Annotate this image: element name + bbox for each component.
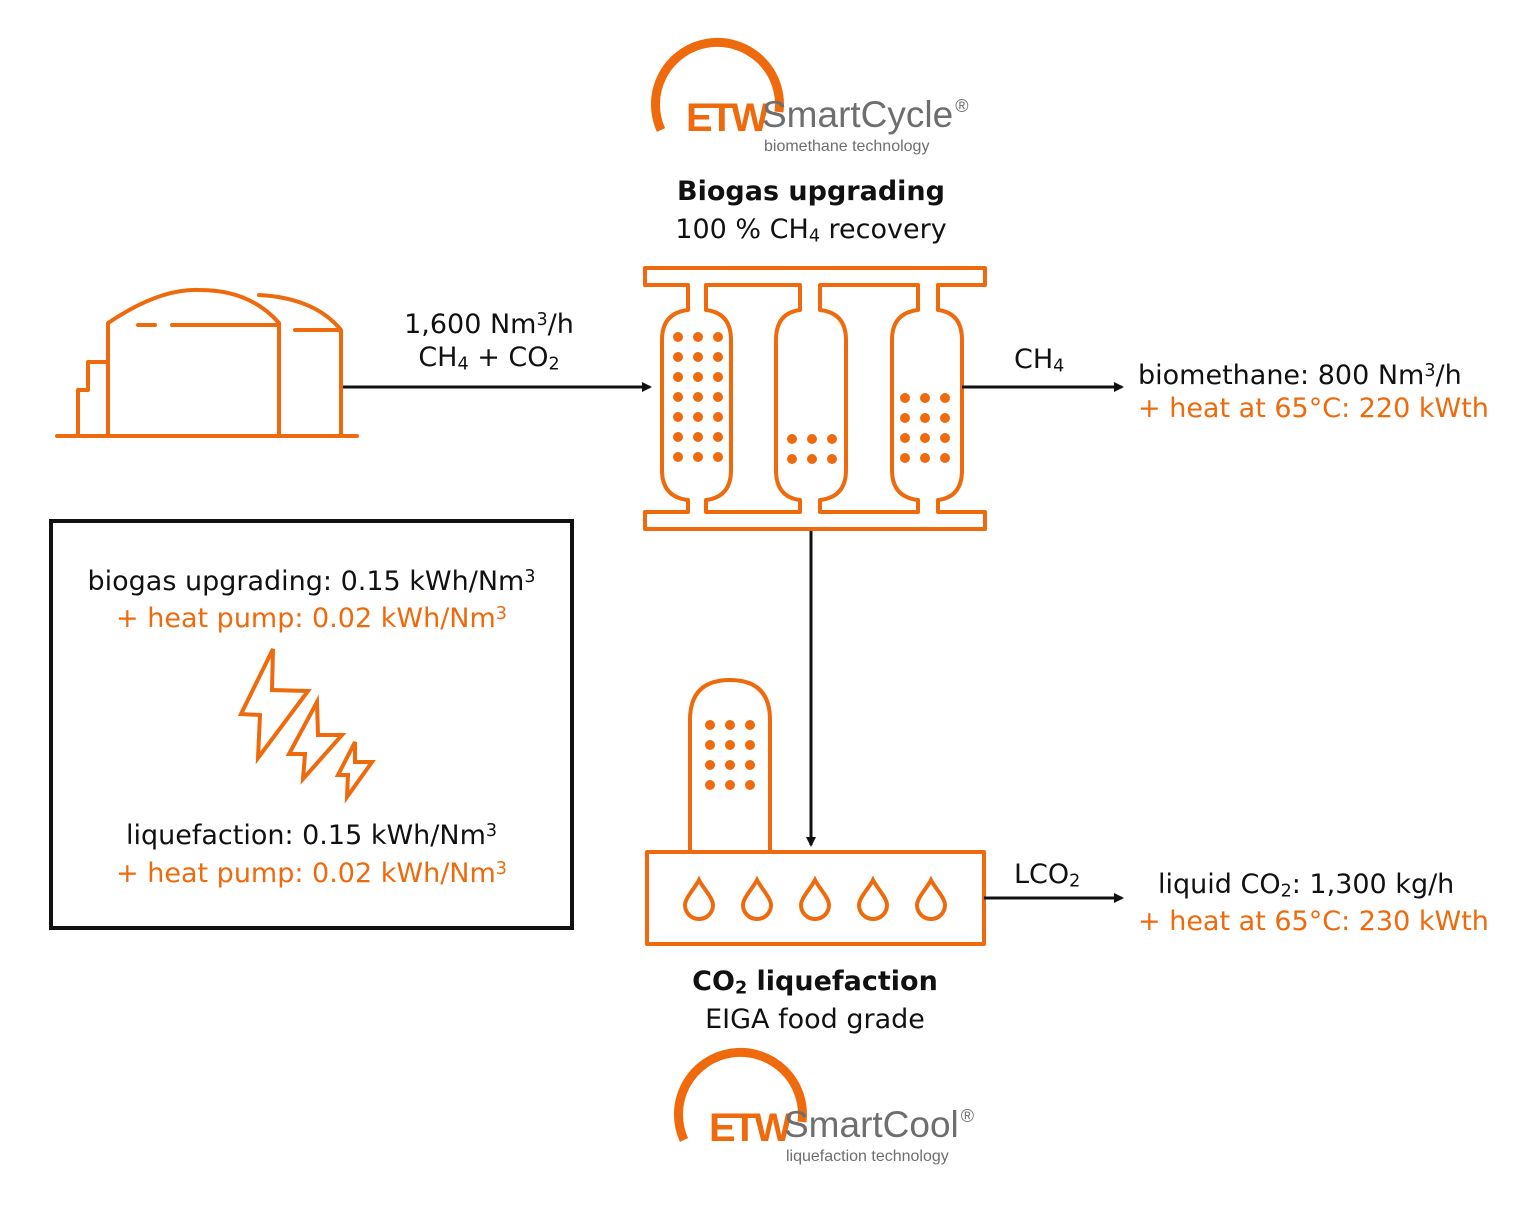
adsorbent-dot xyxy=(900,453,910,463)
adsorbent-dot xyxy=(940,413,950,423)
adsorbent-dot xyxy=(900,413,910,423)
inflow-gas-label: CH4 + CO2 xyxy=(418,342,560,375)
liquid-drop-icon xyxy=(682,875,716,921)
adsorbent-dot xyxy=(673,372,683,382)
adsorbent-dot xyxy=(807,454,817,464)
adsorbent-dot xyxy=(920,393,930,403)
smartcool-logo: ETW xyxy=(709,1106,792,1151)
adsorbent-dot xyxy=(693,412,703,422)
adsorbent-dot xyxy=(673,412,683,422)
adsorbent-dot xyxy=(713,332,723,342)
separator-dot xyxy=(705,760,715,770)
liquefaction-energy: liquefaction: 0.15 kWh/Nm3 xyxy=(125,819,498,851)
adsorbent-dot xyxy=(920,413,930,423)
liquid-drop-icon xyxy=(798,875,832,921)
adsorbent-dot xyxy=(673,452,683,462)
adsorbent-dot xyxy=(807,434,817,444)
adsorbent-dot xyxy=(920,433,930,443)
lightning-bolts-icon xyxy=(237,648,376,804)
smartcool-tagline: liquefaction technology xyxy=(786,1148,949,1165)
liquid-drop-icons xyxy=(682,875,948,921)
liquid-co2-heat-output: + heat at 65°C: 230 kWth xyxy=(1138,906,1489,937)
separator-dot xyxy=(745,740,755,750)
smartcycle-logo-arc xyxy=(650,37,784,132)
separator-dot xyxy=(725,780,735,790)
smartcool-wordmark: SmartCool® xyxy=(784,1104,975,1145)
upgrading-subtitle: 100 % CH4 recovery xyxy=(675,214,947,247)
adsorbent-dot xyxy=(673,432,683,442)
liquid-co2-output: liquid CO2: 1,300 kg/h xyxy=(1158,869,1455,902)
adsorbent-dot xyxy=(713,372,723,382)
lco2-arrow-label: LCO2 xyxy=(1014,859,1081,892)
smartcycle-wordmark: SmartCycle® xyxy=(762,94,969,135)
adsorbent-dots xyxy=(673,332,950,464)
upgrading-energy: biogas upgrading: 0.15 kWh/Nm3 xyxy=(87,565,536,597)
adsorbent-dot xyxy=(940,393,950,403)
biogas-plant-icon xyxy=(55,287,359,438)
liquid-drop-icon xyxy=(914,875,948,921)
adsorbent-dot xyxy=(713,432,723,442)
adsorbent-dot xyxy=(940,433,950,443)
adsorbent-dot xyxy=(673,332,683,342)
adsorbent-dot xyxy=(673,352,683,362)
adsorbent-dot xyxy=(940,453,950,463)
adsorbent-dot xyxy=(693,372,703,382)
adsorbent-dot xyxy=(827,434,837,444)
separator-dot xyxy=(725,720,735,730)
smartcycle-logo: ETW xyxy=(686,96,769,141)
separator-dot xyxy=(705,780,715,790)
etw-mark: ETW xyxy=(709,1106,792,1150)
methane-arrow-label: CH4 xyxy=(1014,344,1065,377)
separator-dot xyxy=(725,740,735,750)
adsorbent-dot xyxy=(673,392,683,402)
liquefaction-heat-pump-energy: + heat pump: 0.02 kWh/Nm3 xyxy=(116,857,507,889)
adsorbent-dot xyxy=(900,393,910,403)
upgrading-title: Biogas upgrading xyxy=(677,176,945,207)
liquefaction-subtitle: EIGA food grade xyxy=(705,1004,925,1035)
adsorption-columns-icon xyxy=(643,266,987,531)
energy-consumption-box xyxy=(49,519,574,930)
adsorbent-dot xyxy=(713,392,723,402)
adsorbent-dot xyxy=(693,352,703,362)
adsorbent-dot xyxy=(693,392,703,402)
separator-dot xyxy=(745,760,755,770)
biomethane-heat-output: + heat at 65°C: 220 kWth xyxy=(1138,393,1489,424)
liquefaction-unit-icon xyxy=(645,678,986,946)
separator-dot xyxy=(705,720,715,730)
adsorbent-dot xyxy=(713,452,723,462)
adsorbent-dot xyxy=(827,454,837,464)
adsorbent-dot xyxy=(693,432,703,442)
adsorbent-dot xyxy=(787,434,797,444)
separator-dots xyxy=(705,720,755,790)
smartcycle-tagline: biomethane technology xyxy=(764,138,930,155)
liquid-drop-icon xyxy=(740,875,774,921)
biomethane-output: biomethane: 800 Nm3/h xyxy=(1138,359,1462,391)
separator-dot xyxy=(725,760,735,770)
upgrading-heat-pump-energy: + heat pump: 0.02 kWh/Nm3 xyxy=(116,602,507,634)
adsorbent-dot xyxy=(693,452,703,462)
separator-dot xyxy=(745,720,755,730)
adsorbent-dot xyxy=(693,332,703,342)
inflow-rate-label: 1,600 Nm3/h xyxy=(404,308,574,340)
liquefaction-title: CO2 liquefaction xyxy=(692,966,938,999)
separator-dot xyxy=(745,780,755,790)
adsorbent-dot xyxy=(900,433,910,443)
adsorbent-dot xyxy=(787,454,797,464)
etw-mark: ETW xyxy=(686,96,769,140)
adsorbent-dot xyxy=(713,352,723,362)
adsorbent-dot xyxy=(920,453,930,463)
liquid-drop-icon xyxy=(856,875,890,921)
separator-dot xyxy=(705,740,715,750)
adsorbent-dot xyxy=(713,412,723,422)
smartcool-logo-arc xyxy=(673,1047,807,1142)
